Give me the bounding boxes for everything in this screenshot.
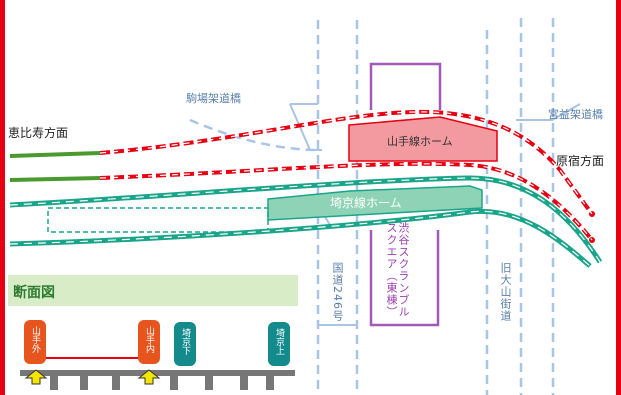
yamanote-platform bbox=[348, 116, 498, 162]
komaba-bridge-label: 駒場架道橋 bbox=[186, 92, 241, 105]
miyamasu-bridge-label: 宮益架道橋 bbox=[548, 108, 603, 121]
old-oyama-label: 旧大山街道 bbox=[499, 262, 512, 322]
ebisu-direction-label: 恵比寿方面 bbox=[8, 126, 69, 140]
komaba-bridge-pointer bbox=[289, 103, 322, 151]
komaba-approach-road bbox=[189, 118, 321, 152]
scramble-square-outline bbox=[369, 62, 442, 327]
saikyo-platform-label: 埼京線ホーム bbox=[330, 196, 402, 210]
train-yamanote-outer: 山手外 bbox=[24, 320, 46, 364]
train-label: 埼京上 bbox=[274, 328, 284, 355]
scramble-square-label: 渋谷スクランブルスクエア（東棟） bbox=[385, 222, 410, 318]
saikyo-track-lower bbox=[9, 208, 592, 268]
train-label: 山手外 bbox=[30, 326, 40, 353]
train-label: 山手内 bbox=[144, 326, 154, 353]
route246-label: 国道246号 bbox=[331, 262, 344, 322]
saikyo-tracks bbox=[9, 175, 603, 268]
train-yamanote-inner: 山手内 bbox=[138, 320, 160, 364]
saikyo-track-upper bbox=[9, 175, 603, 264]
miyamasu-bridge-pointer bbox=[516, 103, 581, 121]
yamanote-ext-green bbox=[9, 151, 101, 182]
yamanote-platform-label: 山手線ホーム bbox=[387, 135, 453, 148]
cross-section-ground bbox=[20, 370, 295, 390]
harajuku-direction-label: 原宿方面 bbox=[556, 154, 605, 168]
train-saikyo-up: 埼京上 bbox=[268, 322, 290, 366]
train-saikyo-down: 埼京下 bbox=[174, 322, 196, 366]
train-label: 埼京下 bbox=[180, 328, 190, 355]
platform-arrow-icons bbox=[24, 369, 161, 385]
saikyo-platform-future bbox=[47, 207, 269, 233]
cross-section-title: 断面図 bbox=[13, 285, 55, 301]
